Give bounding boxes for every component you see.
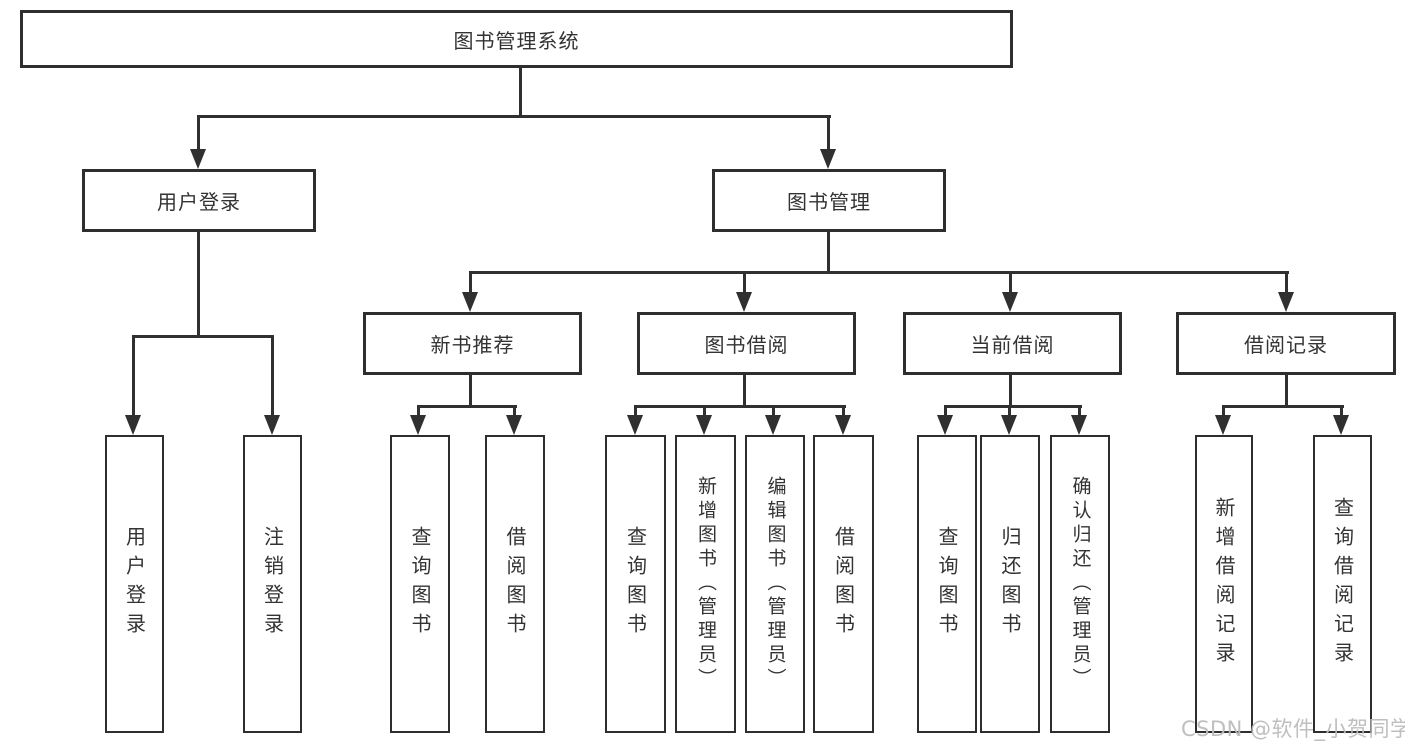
connector-line [417, 405, 420, 418]
connector-line [469, 271, 472, 294]
leaf-borrow-books-label: 借阅图书 [831, 526, 856, 642]
node-book-borrow: 图书借阅 [637, 312, 856, 375]
leaf-query-books-recommend-label: 查询图书 [408, 526, 432, 642]
leaf-logout: 注销登录 [243, 435, 302, 733]
connector-line [827, 115, 830, 151]
leaf-query-books-borrow: 查询图书 [605, 435, 666, 733]
node-borrow-record-label: 借阅记录 [1244, 333, 1328, 357]
leaf-query-books-borrow-label: 查询图书 [623, 526, 648, 642]
leaf-logout-label: 注销登录 [260, 526, 285, 642]
connector-line [634, 405, 637, 418]
arrowhead [190, 149, 206, 169]
connector-line [469, 374, 472, 408]
connector-line [703, 405, 706, 418]
connector-line [944, 405, 947, 418]
arrowhead [937, 415, 953, 435]
node-book-borrow-label: 图书借阅 [704, 333, 789, 357]
node-user-login: 用户登录 [82, 169, 316, 232]
node-new-book-recommend-label: 新书推荐 [430, 333, 515, 357]
arrowhead [1002, 292, 1018, 312]
connector-line [469, 271, 1289, 274]
connector-line [1222, 405, 1344, 408]
arrowhead [1278, 292, 1294, 312]
node-new-book-recommend: 新书推荐 [363, 312, 582, 375]
node-book-management-label: 图书管理 [787, 190, 871, 214]
leaf-user-login: 用户登录 [105, 435, 164, 733]
connector-line [197, 115, 831, 118]
node-current-borrow-label: 当前借阅 [970, 333, 1055, 357]
leaf-query-books-current: 查询图书 [917, 435, 977, 733]
arrowhead [410, 415, 426, 435]
leaf-return-books-label: 归还图书 [998, 526, 1022, 642]
connector-line [842, 405, 845, 418]
leaf-confirm-return-admin-label: 确认归还（管理员） [1069, 476, 1092, 692]
connector-line [1078, 405, 1081, 418]
connector-line [1222, 405, 1225, 418]
leaf-query-borrow-record: 查询借阅记录 [1313, 435, 1372, 733]
arrowhead [506, 415, 522, 435]
arrowhead [1215, 415, 1231, 435]
connector-line [634, 405, 846, 408]
leaf-add-borrow-record: 新增借阅记录 [1195, 435, 1253, 733]
connector-line [519, 66, 522, 117]
connector-line [197, 115, 200, 151]
leaf-borrow-books: 借阅图书 [813, 435, 874, 733]
node-borrow-record: 借阅记录 [1176, 312, 1396, 375]
leaf-borrow-books-recommend: 借阅图书 [485, 435, 545, 733]
arrowhead [765, 415, 781, 435]
leaf-return-books: 归还图书 [980, 435, 1040, 733]
leaf-query-borrow-record-label: 查询借阅记录 [1330, 497, 1355, 671]
node-root-label: 图书管理系统 [453, 28, 580, 53]
node-root-system: 图书管理系统 [20, 10, 1013, 68]
arrowhead [736, 292, 752, 312]
arrowhead [264, 415, 280, 435]
arrowhead [125, 415, 141, 435]
connector-line [513, 405, 516, 418]
connector-line [1340, 405, 1343, 418]
node-current-borrow: 当前借阅 [903, 312, 1122, 375]
leaf-edit-books-admin: 编辑图书（管理员） [745, 435, 805, 733]
arrowhead [462, 292, 478, 312]
connector-line [743, 271, 746, 294]
leaf-borrow-books-recommend-label: 借阅图书 [503, 526, 527, 642]
leaf-add-books-admin: 新增图书（管理员） [675, 435, 736, 733]
connector-line [1285, 374, 1288, 408]
connector-line [772, 405, 775, 418]
connector-line [1285, 271, 1288, 294]
leaf-user-login-label: 用户登录 [122, 526, 147, 642]
connector-line [743, 374, 746, 408]
leaf-confirm-return-admin: 确认归还（管理员） [1050, 435, 1110, 733]
connector-line [1008, 405, 1011, 418]
node-user-login-label: 用户登录 [157, 190, 241, 214]
connector-line [1009, 374, 1012, 408]
connector-line [827, 231, 830, 274]
arrowhead [820, 149, 836, 169]
leaf-query-books-current-label: 查询图书 [935, 526, 959, 642]
leaf-add-borrow-record-label: 新增借阅记录 [1212, 497, 1236, 671]
connector-line [132, 335, 274, 338]
arrowhead [627, 415, 643, 435]
connector-line [417, 405, 517, 408]
arrowhead [1001, 415, 1017, 435]
arrowhead [1333, 415, 1349, 435]
connector-line [1009, 271, 1012, 294]
arrowhead [696, 415, 712, 435]
connector-line [271, 335, 274, 417]
connector-line [132, 335, 135, 417]
connector-line [197, 231, 200, 337]
node-book-management: 图书管理 [712, 169, 946, 232]
leaf-query-books-recommend: 查询图书 [390, 435, 450, 733]
connector-line [944, 405, 1082, 408]
arrowhead [835, 415, 851, 435]
csdn-watermark: CSDN @软件_小贺同学 [1181, 717, 1405, 741]
leaf-edit-books-admin-label: 编辑图书（管理员） [764, 476, 787, 692]
leaf-add-books-admin-label: 新增图书（管理员） [695, 476, 717, 692]
arrowhead [1071, 415, 1087, 435]
